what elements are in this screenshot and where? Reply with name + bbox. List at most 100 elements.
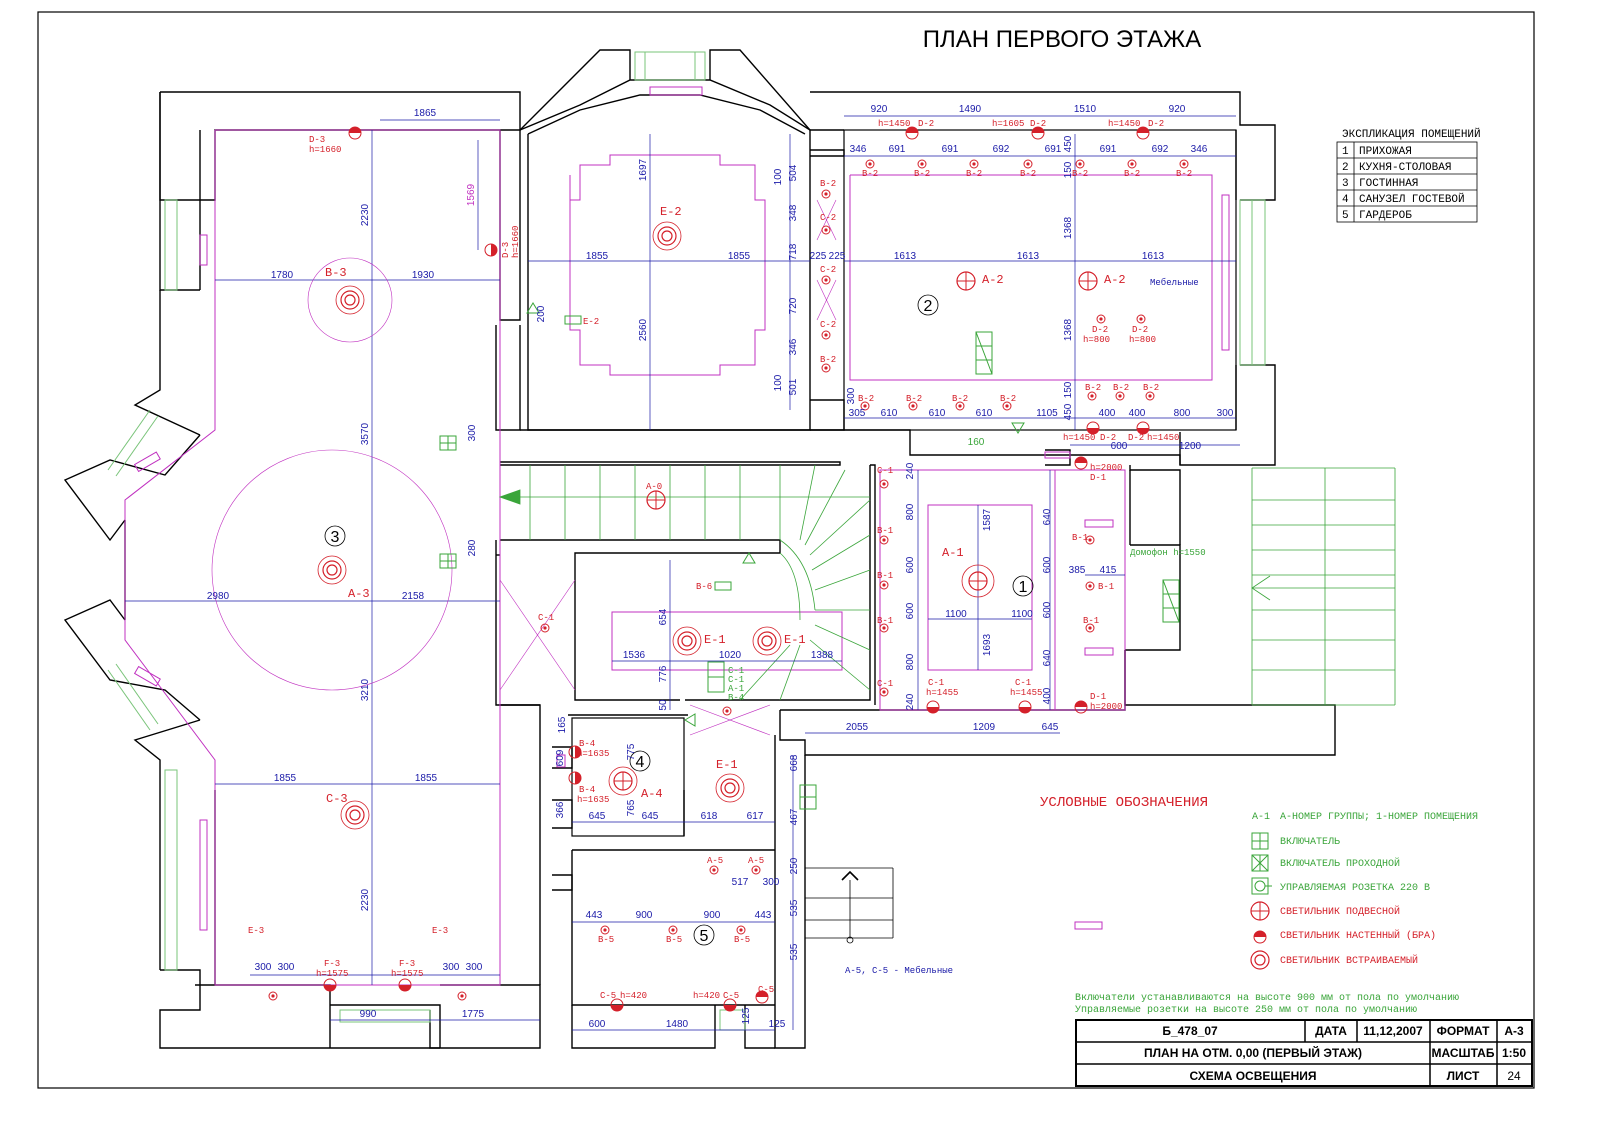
svg-text:517: 517 <box>732 877 749 888</box>
svg-text:400: 400 <box>1042 687 1053 704</box>
svg-text:h=1455: h=1455 <box>1010 688 1042 698</box>
svg-text:346: 346 <box>1191 144 1208 155</box>
recessed-light-icon <box>657 226 677 246</box>
svg-text:В-2: В-2 <box>1085 383 1101 393</box>
svg-text:504: 504 <box>788 164 799 181</box>
explication-title: ЭКСПЛИКАЦИЯ ПОМЕЩЕНИЙ <box>1342 127 1481 141</box>
svg-text:1100: 1100 <box>1011 609 1033 620</box>
svg-text:D-2: D-2 <box>1128 433 1144 443</box>
svg-text:366: 366 <box>555 801 566 818</box>
small-labels: D-3 h=1660 D-3 h=1660 Е-2 В-6 С-1 В-2 С-… <box>248 119 1206 1001</box>
svg-text:h=1455: h=1455 <box>926 688 958 698</box>
svg-text:280: 280 <box>467 539 478 556</box>
svg-text:645: 645 <box>589 811 606 822</box>
svg-text:h=1635: h=1635 <box>577 749 609 759</box>
svg-text:720: 720 <box>788 297 799 314</box>
pendant-light-icon <box>968 571 988 591</box>
svg-text:D-2: D-2 <box>1148 119 1164 129</box>
svg-text:610: 610 <box>929 408 946 419</box>
svg-text:600: 600 <box>1042 601 1053 618</box>
svg-text:125: 125 <box>741 1007 752 1024</box>
svg-text:1569: 1569 <box>466 183 477 206</box>
svg-text:ФОРМАТ: ФОРМАТ <box>1437 1024 1490 1038</box>
svg-text:А-1: А-1 <box>942 546 964 560</box>
svg-text:2230: 2230 <box>360 203 371 226</box>
svg-text:D-2: D-2 <box>918 119 934 129</box>
wall-light-icon <box>1253 930 1267 944</box>
stairs <box>498 464 1396 706</box>
svg-text:600: 600 <box>1042 556 1053 573</box>
svg-text:Е-3: Е-3 <box>432 926 448 936</box>
svg-text:В-3: В-3 <box>325 266 347 280</box>
svg-text:D-2: D-2 <box>1100 433 1116 443</box>
svg-text:ВКЛЮЧАТЕЛЬ: ВКЛЮЧАТЕЛЬ <box>1280 837 1340 848</box>
room-number-3: 3 <box>331 529 340 546</box>
svg-text:400: 400 <box>1129 408 1146 419</box>
svg-text:h=1605: h=1605 <box>992 119 1024 129</box>
svg-text:2980: 2980 <box>207 591 230 602</box>
svg-text:С-1: С-1 <box>538 613 554 623</box>
svg-text:1490: 1490 <box>959 104 982 115</box>
svg-text:600: 600 <box>905 556 916 573</box>
svg-text:900: 900 <box>704 910 721 921</box>
svg-text:А-5, С-5 - Мебельные: А-5, С-5 - Мебельные <box>845 966 953 976</box>
svg-text:С-2: С-2 <box>820 320 836 330</box>
svg-text:D-2: D-2 <box>1132 325 1148 335</box>
svg-text:h=1450: h=1450 <box>878 119 910 129</box>
svg-text:В-2: В-2 <box>906 394 922 404</box>
svg-text:2055: 2055 <box>846 722 869 733</box>
svg-text:В-4: В-4 <box>579 739 595 749</box>
svg-text:В-5: В-5 <box>666 935 682 945</box>
svg-text:А-НОМЕР ГРУППЫ; 1-НОМЕР ПОМЕЩЕ: А-НОМЕР ГРУППЫ; 1-НОМЕР ПОМЕЩЕНИЯ <box>1280 812 1478 823</box>
svg-text:1855: 1855 <box>586 251 609 262</box>
svg-text:990: 990 <box>360 1009 377 1020</box>
drawing-code: Б_478_07 <box>1162 1024 1218 1038</box>
svg-text:618: 618 <box>701 811 718 822</box>
svg-text:h=1450: h=1450 <box>1108 119 1140 129</box>
svg-text:С-2: С-2 <box>820 213 836 223</box>
svg-text:1613: 1613 <box>1142 251 1165 262</box>
svg-text:С-1: С-1 <box>928 678 944 688</box>
svg-text:385: 385 <box>1069 565 1086 576</box>
svg-text:ВКЛЮЧАТЕЛЬ ПРОХОДНОЙ: ВКЛЮЧАТЕЛЬ ПРОХОДНОЙ <box>1280 856 1400 870</box>
svg-text:305: 305 <box>849 408 866 419</box>
switch-icon <box>439 435 457 451</box>
svg-text:D-3: D-3 <box>501 242 511 258</box>
svg-text:691: 691 <box>942 144 959 155</box>
svg-text:645: 645 <box>1042 722 1059 733</box>
switch-icon <box>1251 832 1269 850</box>
svg-text:А-3: А-3 <box>348 587 370 601</box>
svg-text:443: 443 <box>755 910 772 921</box>
pendant-light-icon <box>613 771 633 791</box>
wall-light-icon <box>1074 700 1088 714</box>
wall-light-icon <box>484 243 498 257</box>
legend-ceiling-sample <box>1074 921 1103 930</box>
svg-text:3: 3 <box>1342 178 1349 190</box>
svg-text:692: 692 <box>1152 144 1169 155</box>
title-block: Б_478_07 ДАТА 11,12,2007 ФОРМАТ А-3 ПЛАН… <box>1075 1019 1533 1087</box>
svg-text:1105: 1105 <box>1036 408 1058 419</box>
switches <box>439 302 1180 810</box>
pendant-light-icon <box>1078 271 1098 291</box>
svg-text:D-3: D-3 <box>309 135 325 145</box>
svg-text:В-5: В-5 <box>734 935 750 945</box>
svg-text:535: 535 <box>789 943 800 960</box>
svg-text:В-2: В-2 <box>966 169 982 179</box>
svg-text:240: 240 <box>905 462 916 479</box>
recessed-light-icon <box>345 805 365 825</box>
wall-light-icon <box>568 771 582 785</box>
main-fixtures <box>317 221 1098 830</box>
svg-text:В-1: В-1 <box>1072 533 1088 543</box>
svg-text:800: 800 <box>905 503 916 520</box>
svg-text:h=420: h=420 <box>693 991 720 1001</box>
svg-text:С-1: С-1 <box>728 666 744 676</box>
svg-text:535: 535 <box>789 899 800 916</box>
svg-text:2230: 2230 <box>360 888 371 911</box>
svg-text:600: 600 <box>1111 441 1128 452</box>
svg-text:h=1450: h=1450 <box>1147 433 1179 443</box>
svg-text:2: 2 <box>1342 162 1349 174</box>
svg-text:В-4: В-4 <box>579 785 595 795</box>
svg-text:h=2000: h=2000 <box>1090 702 1122 712</box>
recessed-light-icon <box>322 560 342 580</box>
